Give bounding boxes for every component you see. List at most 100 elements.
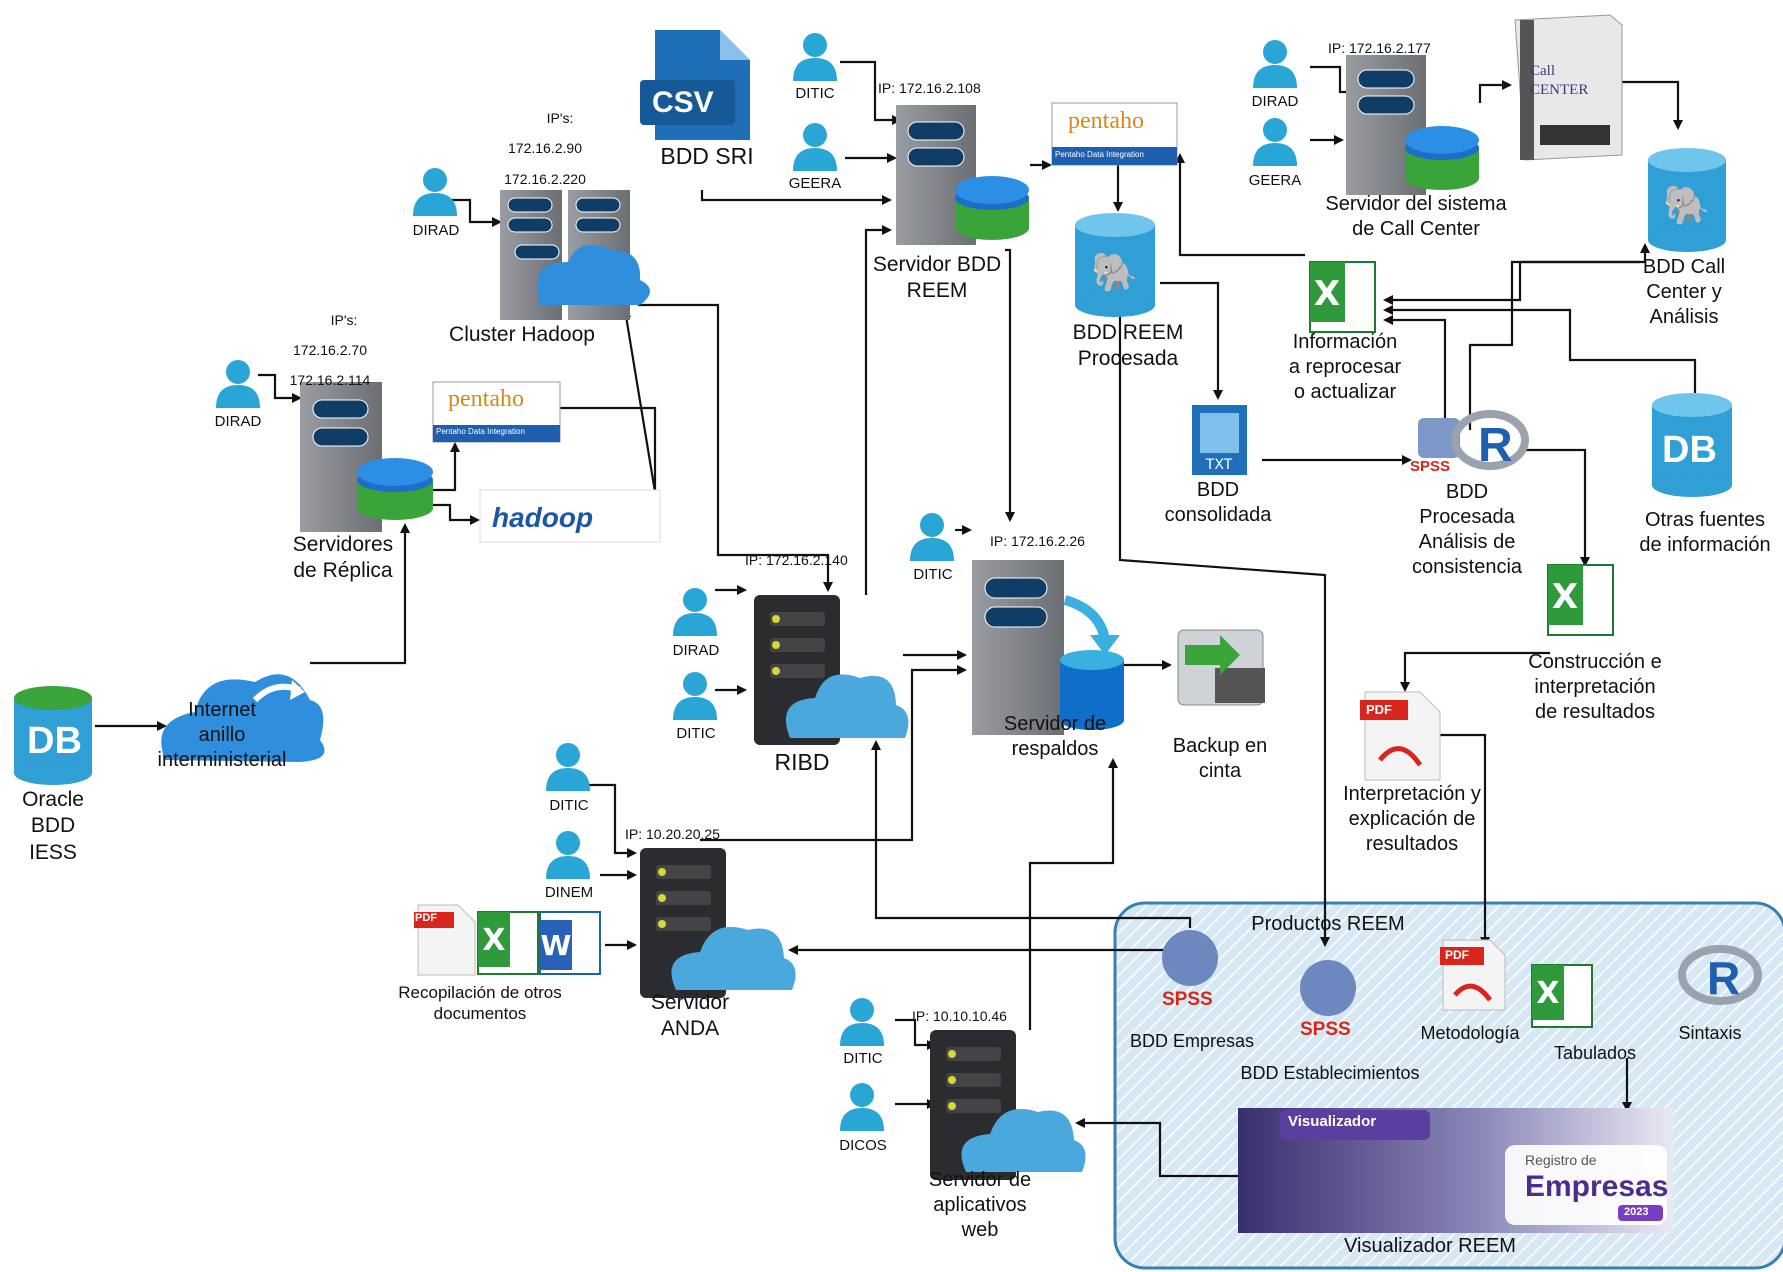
pentaho-left-text: pentaho [448, 386, 524, 412]
edge-procesada-consolidada [1160, 281, 1223, 400]
spss-establecimientos-text: SPSS [1300, 1019, 1351, 1040]
otras-db-text: DB [1662, 429, 1717, 471]
user-label: DITIC [913, 566, 953, 583]
edge-construccion-interpretacion [1400, 651, 1550, 692]
excel-docs-icon: X [477, 911, 539, 975]
ribd-ip: IP: 172.16.2.140 [745, 552, 848, 568]
edge-ribd-reem [864, 225, 892, 595]
user-label: DITIC [676, 725, 716, 742]
edge-analisis-construccion [1525, 448, 1590, 567]
edge-internet-replica [310, 523, 410, 665]
user-label: DIRAD [672, 642, 720, 659]
r-sintaxis-text: R [1707, 952, 1741, 1004]
edge-anda-respaldos [700, 665, 967, 842]
internet-cloud-icon [161, 674, 325, 762]
edge-analisis-info [1383, 315, 1447, 430]
edge-analisis-callcenter [1468, 243, 1650, 430]
pdf-metodologia-icon [1440, 939, 1506, 1011]
user-icons [216, 33, 1297, 1131]
cluster-ip-1: 172.16.2.90 [508, 140, 582, 156]
edge-viz-web [1075, 1118, 1238, 1178]
product-tabulados: Tabulados [1553, 1043, 1637, 1063]
hadoop-logo [479, 489, 661, 543]
user-icon [413, 168, 457, 216]
edge-info-pentaho [1175, 153, 1305, 257]
svg-text:X: X [1536, 976, 1559, 1011]
pentaho-top-text: pentaho [1068, 108, 1144, 134]
csv-label: BDD SRI [660, 143, 754, 169]
replica-ip-title: IP's: [330, 312, 358, 328]
r-analisis-text: R [1478, 419, 1513, 472]
ribd-server-icon [754, 595, 909, 745]
edge-csv-reem [700, 190, 892, 205]
edge-dirad-replica [258, 373, 302, 403]
respaldos-ip: IP: 172.16.2.26 [990, 533, 1085, 549]
user-icon [673, 588, 717, 636]
spss-establecimientos-icon [1300, 960, 1356, 1016]
edge-ditic-web [895, 1018, 937, 1050]
user-icon [840, 998, 884, 1046]
pentaho-top-sub: Pentaho Data Integration [1055, 150, 1144, 159]
edge-box-bdd [1620, 80, 1683, 130]
svg-text:W: W [541, 929, 572, 962]
user-label: DITIC [795, 85, 835, 102]
backup-tape-icon [1177, 629, 1265, 706]
edge-ditic-anda [585, 783, 637, 858]
user-icon [216, 360, 260, 408]
user-label: DIRAD [214, 413, 262, 430]
user-label: DICOS [839, 1137, 887, 1154]
pentaho-top-logo [1051, 102, 1178, 166]
pdf-metodologia-text: PDF [1445, 948, 1469, 962]
edge-dirad-cluster [450, 198, 502, 227]
edge-replica-pentaho [430, 442, 460, 492]
replica-ip-2: 172.16.2.114 [289, 372, 371, 388]
svg-text:TXT: TXT [1205, 457, 1233, 473]
callcenter-ip: IP: 172.16.2.177 [1328, 40, 1431, 56]
edge-reem-respaldos [1005, 248, 1015, 522]
spss-analisis-icon [1418, 418, 1460, 458]
r-sintaxis-icon [1678, 945, 1762, 1005]
respaldos-server-icon [972, 560, 1124, 735]
viz-year: 2023 [1624, 1206, 1649, 1218]
pdf-interp-text: PDF [1366, 702, 1392, 717]
user-icon [793, 123, 837, 171]
pdf-docs-icon [414, 904, 476, 976]
callcenter-box-text: Call CENTER [1530, 63, 1589, 98]
reem-server-icon [896, 105, 1029, 245]
svg-text:🐘: 🐘 [1663, 183, 1710, 227]
edge-empresas-ribd [871, 740, 1192, 928]
edge-cc-box [1478, 80, 1512, 103]
oracle-db-text: DB [27, 720, 82, 762]
user-icon [546, 831, 590, 879]
pdf-interpretacion-icon [1360, 691, 1441, 781]
txt-file-icon: TXT [1192, 405, 1247, 475]
anda-server-icon [640, 848, 796, 998]
user-label: DITIC [843, 1050, 883, 1067]
cluster-server-icon [500, 190, 650, 320]
r-analisis-icon [1451, 410, 1529, 470]
svg-text:🐘: 🐘 [1091, 250, 1138, 294]
spss-empresas-text: SPSS [1162, 989, 1213, 1010]
edge-cluster-ribd [638, 303, 833, 592]
svg-text:X: X [1314, 274, 1340, 314]
cluster-ip-title: IP's: [546, 110, 574, 126]
user-icon [1253, 118, 1297, 166]
user-label: DITIC [549, 797, 589, 814]
csv-text: CSV [652, 86, 714, 119]
user-label: GEERA [1248, 172, 1302, 189]
product-sintaxis: Sintaxis [1678, 1023, 1742, 1043]
spss-empresas-icon [1162, 930, 1218, 986]
viz-badge: Visualizador [1288, 1113, 1377, 1130]
web-ip: IP: 10.10.10.46 [912, 1008, 1007, 1024]
replica-server-icon [300, 382, 433, 532]
reem-procesada-db-icon: 🐘 [1075, 213, 1155, 317]
